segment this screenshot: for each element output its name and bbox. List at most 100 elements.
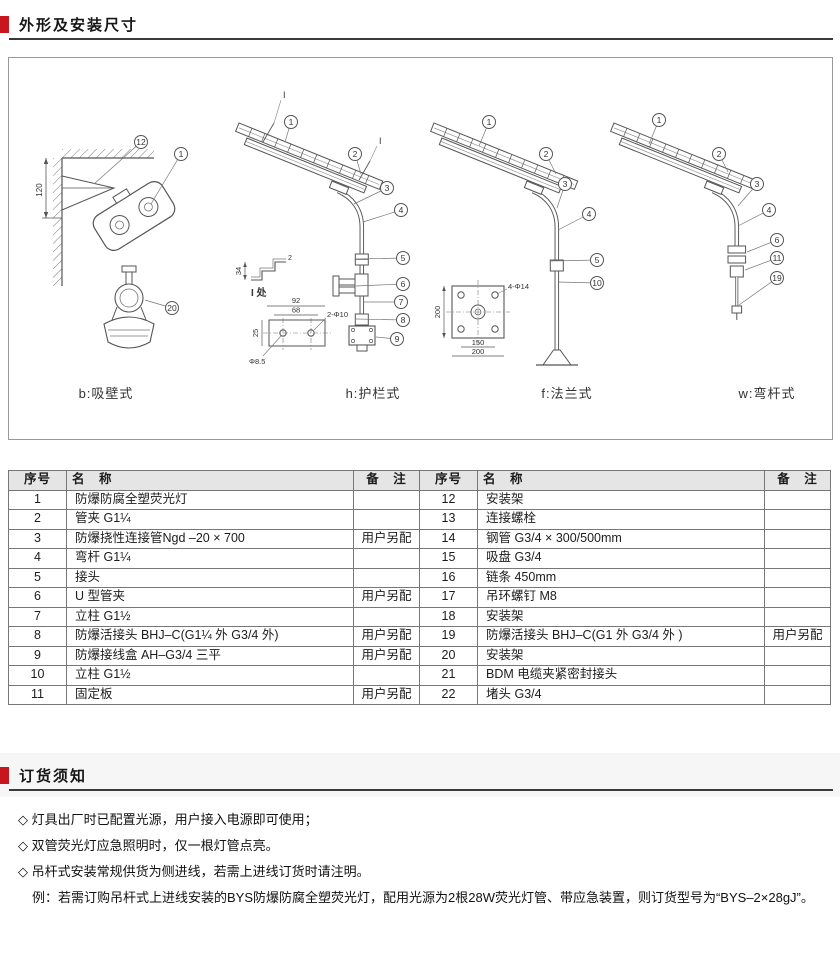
callout-h-5: 5	[355, 251, 410, 265]
section-header-dimensions: 外形及安装尺寸	[0, 14, 840, 35]
callout-number: 6	[401, 279, 406, 289]
cell-no: 17	[419, 587, 478, 608]
cell-name: 安装架	[477, 606, 765, 627]
diagram-wall-mount: 120	[35, 149, 176, 349]
callout-h-2: 2	[348, 147, 362, 175]
callout-h-7: 7	[363, 295, 408, 309]
diagram-bent-rod-mount	[603, 122, 759, 320]
callout-number: 4	[767, 205, 772, 215]
note-item: ◇ 双管荧光灯应急照明时，仅一根灯管点亮。	[18, 838, 279, 853]
cell-remark	[764, 645, 831, 666]
col-header-remark: 备 注	[353, 470, 420, 491]
cell-no: 16	[419, 567, 478, 588]
dim-flange-pitch: 150	[472, 338, 485, 347]
cell-remark: 用户另配	[353, 645, 420, 666]
cell-name: 堵头 G3/4	[477, 684, 765, 705]
callout-number: 12	[136, 137, 146, 147]
callout-number: 10	[592, 278, 602, 288]
cell-no: 21	[419, 665, 478, 686]
lamp-assembly	[603, 122, 759, 206]
cell-remark	[764, 684, 831, 705]
callout-number: 3	[385, 183, 390, 193]
cell-remark: 用户另配	[764, 626, 831, 647]
cell-name: 立柱 G1½	[66, 606, 354, 627]
installation-diagram-box: 120	[8, 57, 833, 440]
dim-flange-height: 200	[433, 306, 442, 319]
cell-no: 22	[419, 684, 478, 705]
dimension-120: 120	[35, 158, 62, 219]
callout-f-3: 3	[556, 177, 572, 209]
callout-w-2: 2	[712, 147, 729, 173]
cell-no: 9	[8, 645, 67, 666]
lamp-assembly	[228, 122, 384, 206]
callout-number: 11	[773, 253, 782, 263]
header-rule	[9, 789, 833, 791]
ordering-notes: ◇ 灯具出厂时已配置光源，用户接入电源即可使用；◇ 双管荧光灯应急照明时，仅一根…	[18, 807, 822, 911]
cell-no: 2	[8, 509, 67, 530]
note-item: ◇ 吊杆式安装常规供货为侧进线，若需上进线订货时请注明。	[18, 864, 370, 879]
callout-number: 9	[395, 334, 400, 344]
section-detail: 34 2 I 处	[234, 255, 292, 299]
cell-no: 6	[8, 587, 67, 608]
dim-plate-width: 92	[292, 296, 300, 305]
caption-wall-mount: b:吸壁式	[79, 386, 134, 401]
callout-number: 3	[563, 179, 568, 189]
callout-w-6: 6	[746, 233, 784, 253]
cell-name: 安装架	[477, 645, 765, 666]
diagram-guardrail-mount: I I 34 2 I 处	[228, 90, 384, 366]
callout-number: 3	[755, 179, 760, 189]
flange-plan-detail: 200 150 200 4-Φ14	[433, 280, 529, 357]
caption-flange-mount: f:法兰式	[541, 386, 592, 401]
dim-plate-height: 25	[251, 329, 260, 337]
callout-number: 1	[657, 115, 662, 125]
callout-number: 1	[487, 117, 492, 127]
callout-number: 7	[399, 297, 404, 307]
col-header-no: 序号	[419, 470, 478, 491]
installation-diagram: 120	[35, 90, 795, 401]
col-header-name: 名 称	[66, 470, 354, 491]
lamp-assembly	[423, 122, 579, 206]
cell-remark	[764, 665, 831, 686]
callout-f-1: 1	[478, 115, 496, 147]
section-accent-block	[0, 16, 9, 33]
callout-number: 1	[289, 117, 294, 127]
cell-remark	[764, 567, 831, 588]
cell-no: 12	[419, 489, 478, 510]
table-header-row: 序号 名 称 备 注	[419, 470, 831, 491]
cell-no: 7	[8, 606, 67, 627]
callout-h-1: 1	[284, 115, 298, 143]
callout-w-19: 19	[738, 271, 784, 306]
section-marker-label: I	[379, 136, 382, 146]
callout-w-4: 4	[737, 203, 776, 227]
cell-no: 14	[419, 528, 478, 549]
cell-name: 连接螺栓	[477, 509, 765, 530]
dim-plate-holes: 2-Φ10	[327, 310, 348, 319]
cell-remark	[764, 548, 831, 569]
dim-bracket-thickness: 2	[288, 255, 292, 262]
callout-number: 4	[399, 205, 404, 215]
cell-remark	[764, 489, 831, 510]
cell-remark	[353, 489, 420, 510]
cell-name: 立柱 G1½	[66, 665, 354, 686]
section-accent-block	[0, 767, 9, 784]
callout-h-4: 4	[362, 203, 408, 223]
callout-f-5: 5	[550, 253, 604, 267]
cell-remark: 用户另配	[353, 684, 420, 705]
